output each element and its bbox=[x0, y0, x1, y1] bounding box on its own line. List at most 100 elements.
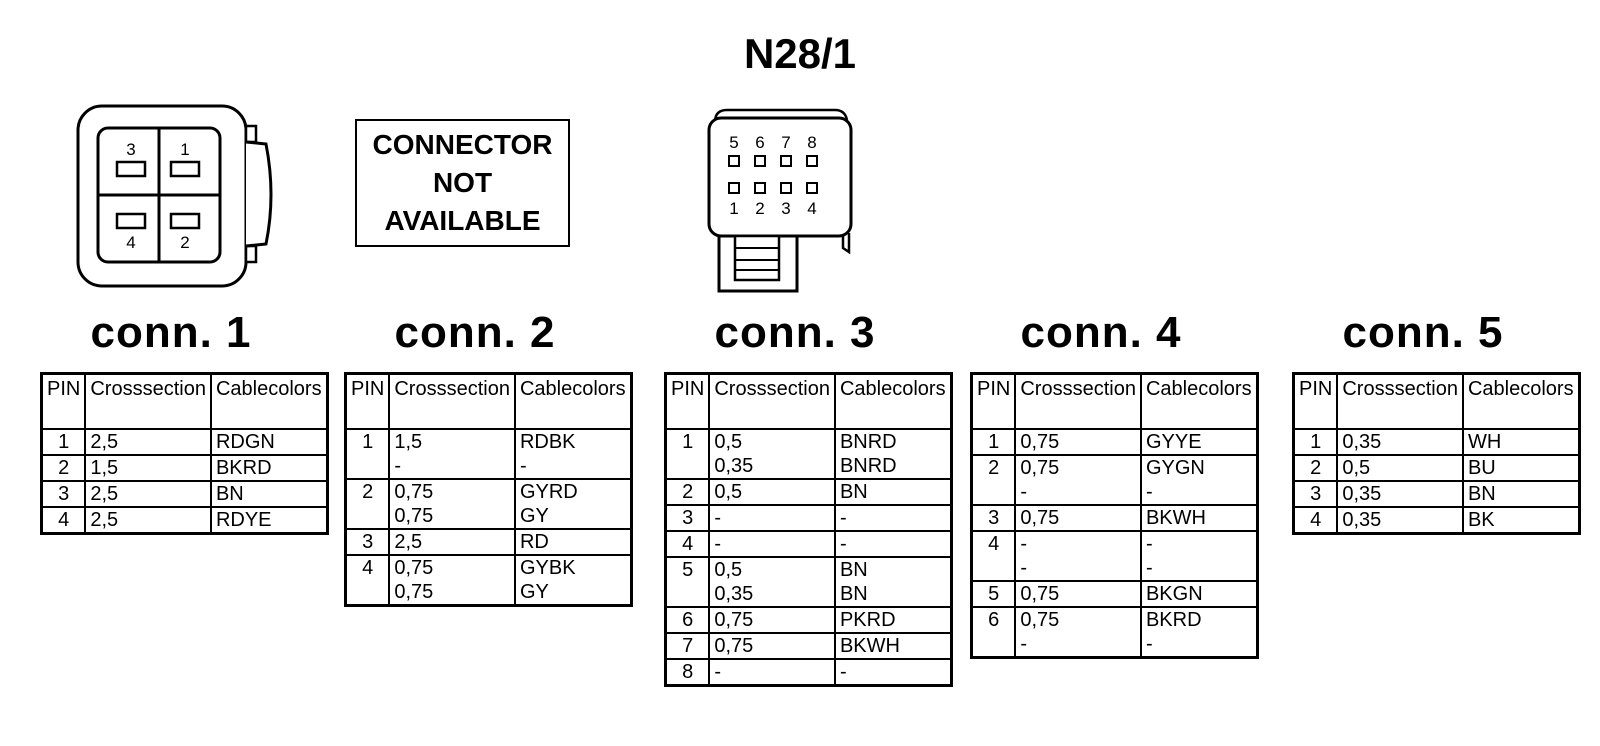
cable-color-value: PKRD bbox=[839, 609, 896, 631]
cable-color-cell: GYGN- bbox=[1139, 454, 1259, 506]
pin-column-header: PIN bbox=[970, 372, 1017, 430]
cross-section-column-header: Crosssection bbox=[1014, 372, 1142, 430]
cross-section-value: - bbox=[714, 507, 722, 529]
cable-color-value: GY bbox=[519, 505, 549, 527]
cable-color-value: RD bbox=[519, 531, 549, 553]
cable-color-cell: BKGN bbox=[1139, 580, 1259, 608]
cross-section-value: 0,5 bbox=[1342, 457, 1371, 479]
cable-color-value: - bbox=[839, 507, 847, 529]
cross-section-value: 2,5 bbox=[90, 431, 119, 453]
cross-section-cell: 0,5 bbox=[1336, 454, 1464, 482]
connector-1-pin-label: 3 bbox=[126, 140, 135, 159]
cross-section-value: 1,5 bbox=[394, 431, 423, 453]
pin-number: 1 bbox=[664, 428, 711, 480]
cross-section-cell: 2,5 bbox=[84, 506, 212, 535]
pin-number: 7 bbox=[664, 632, 711, 660]
pin-number: 3 bbox=[1292, 480, 1339, 508]
pin-number: 2 bbox=[344, 478, 391, 530]
pin-column-header: PIN bbox=[1292, 372, 1339, 430]
cross-section-value: 0,35 bbox=[1342, 483, 1382, 505]
header-line: colors bbox=[572, 378, 626, 400]
diagram-title: N28/1 bbox=[743, 30, 857, 77]
pin-number: 1 bbox=[40, 428, 87, 456]
cable-color-value: BNRD bbox=[839, 455, 897, 477]
cable-color-value: - bbox=[1145, 557, 1153, 579]
cable-color-cell: BKWH bbox=[1139, 504, 1259, 532]
cross-section-value: 2,5 bbox=[394, 531, 423, 553]
connector-3-pin-label: 4 bbox=[807, 199, 816, 218]
cross-section-value: 0,5 bbox=[714, 559, 743, 581]
cable-colors-column-header: Cablecolors bbox=[1461, 372, 1581, 430]
header-line: colors bbox=[1198, 378, 1252, 400]
cross-section-cell: - bbox=[708, 658, 836, 687]
cross-section-value: 0,75 bbox=[1020, 457, 1060, 479]
cross-section-value: 0,75 bbox=[394, 557, 434, 579]
pin-column-header: PIN bbox=[40, 372, 87, 430]
connector-title: conn. 1 bbox=[90, 308, 252, 357]
connector-title: conn. 2 bbox=[394, 308, 556, 357]
header-line: Cross bbox=[394, 378, 447, 400]
cable-color-value: - bbox=[839, 661, 847, 683]
cross-section-cell: - bbox=[708, 530, 836, 558]
header-line: Cable bbox=[839, 378, 893, 400]
cable-color-cell: -- bbox=[1139, 530, 1259, 582]
cable-color-value: BN bbox=[839, 481, 868, 503]
cross-section-cell: 0,35 bbox=[1336, 480, 1464, 508]
pin-column-header: PIN bbox=[344, 372, 391, 430]
pin-number: 4 bbox=[1292, 506, 1339, 535]
cross-section-value: 0,75 bbox=[714, 609, 754, 631]
cable-color-cell: BN bbox=[209, 480, 329, 508]
cross-section-value: 0,75 bbox=[394, 481, 434, 503]
cable-color-value: - bbox=[1145, 533, 1153, 555]
cable-color-cell: PKRD bbox=[833, 606, 953, 634]
cross-section-value: - bbox=[1020, 533, 1028, 555]
cross-section-value: 2,5 bbox=[90, 483, 119, 505]
header-line: Cross bbox=[1342, 378, 1395, 400]
cross-section-cell: 2,5 bbox=[84, 480, 212, 508]
cable-color-value: BKGN bbox=[1145, 583, 1203, 605]
cross-section-value: - bbox=[394, 455, 402, 477]
cross-section-cell: 0,75- bbox=[1014, 454, 1142, 506]
cable-color-cell: BKRD bbox=[209, 454, 329, 482]
connector-3-pin-label: 5 bbox=[729, 133, 738, 152]
pin-number: 5 bbox=[970, 580, 1017, 608]
connector-3-pin-label: 1 bbox=[729, 199, 738, 218]
cross-section-value: 0,75 bbox=[1020, 507, 1060, 529]
cross-section-value: - bbox=[1020, 481, 1028, 503]
cross-section-cell: 0,75 bbox=[1014, 580, 1142, 608]
cable-color-cell: RD bbox=[513, 528, 633, 556]
cable-color-value: - bbox=[1145, 633, 1153, 655]
cross-section-cell: 0,75 bbox=[708, 632, 836, 660]
connector-3-pin-label: 3 bbox=[781, 199, 790, 218]
connector-3-pin-label: 6 bbox=[755, 133, 764, 152]
header-line: Cross bbox=[90, 378, 143, 400]
cable-color-value: GYYE bbox=[1145, 431, 1202, 453]
pin-number: 3 bbox=[344, 528, 391, 556]
cable-color-value: GYRD bbox=[519, 481, 578, 503]
